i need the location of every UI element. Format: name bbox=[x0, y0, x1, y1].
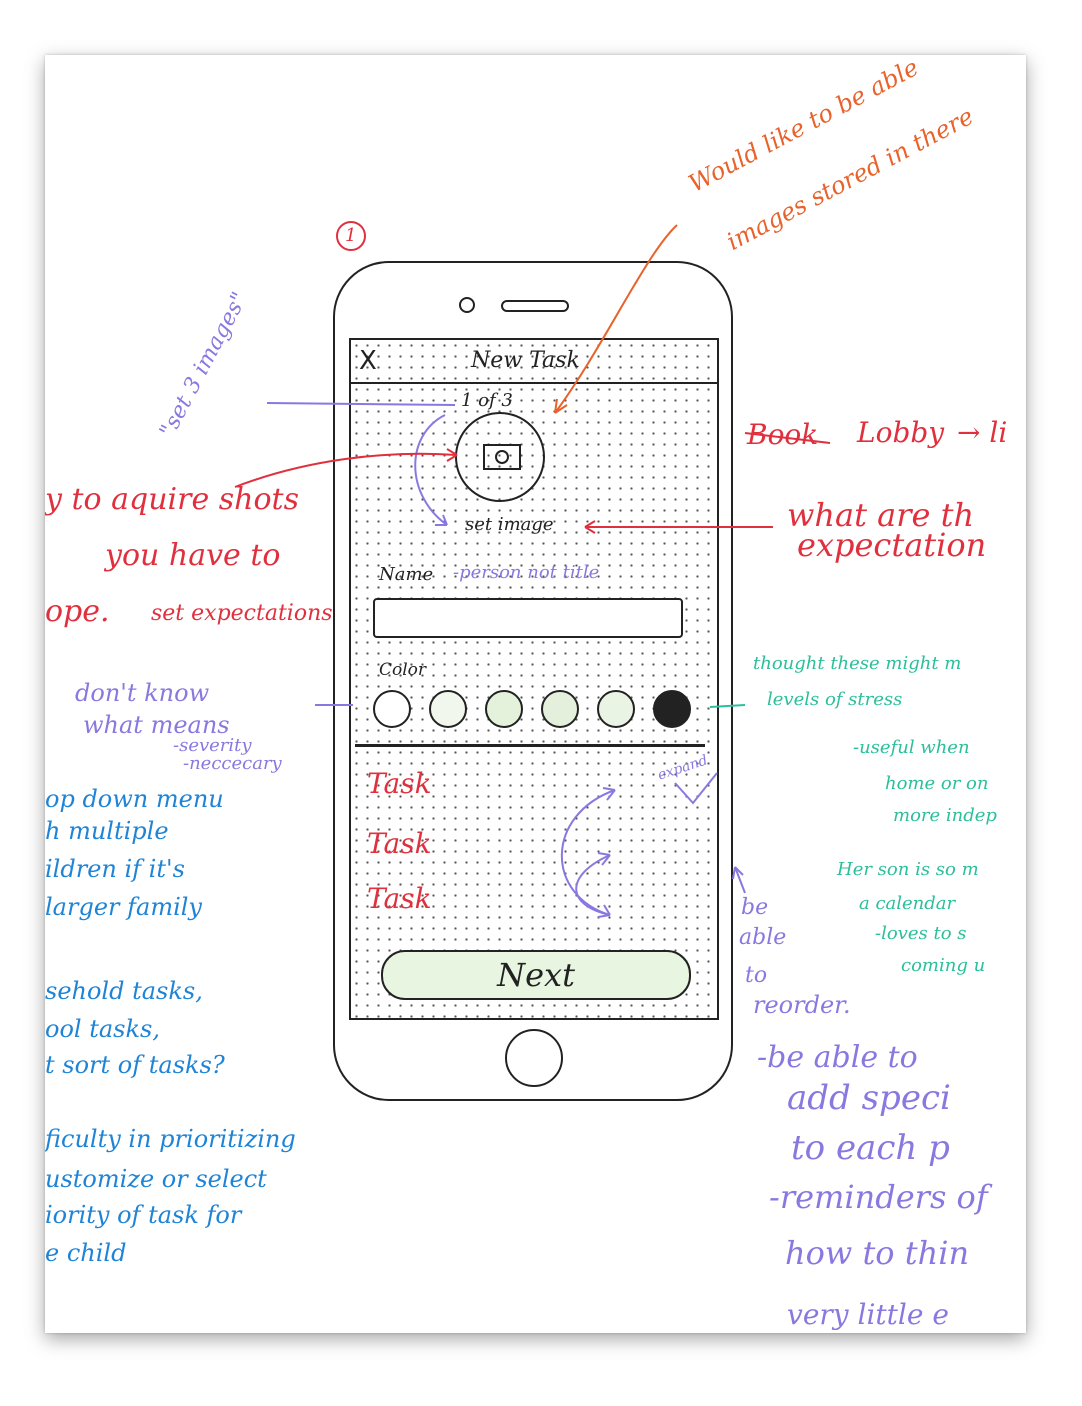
note-purple-left-1: don't know bbox=[75, 679, 210, 707]
note-red-left-4: set expectations bbox=[151, 601, 333, 626]
purple-curve-arrow bbox=[414, 414, 448, 526]
nav-bar: X New Task bbox=[351, 340, 717, 384]
task-item[interactable]: Task bbox=[367, 882, 432, 915]
circle-number: 1 bbox=[345, 225, 357, 246]
orange-arrow bbox=[554, 224, 678, 414]
nav-title: New Task bbox=[471, 348, 580, 373]
next-button[interactable]: Next bbox=[381, 950, 691, 1000]
note-green-6: Her son is so m bbox=[837, 859, 979, 880]
note-purple-right-3: to each p bbox=[791, 1128, 950, 1168]
note-green-2: levels of stress bbox=[767, 689, 903, 710]
note-reorder-2: able bbox=[739, 925, 787, 950]
green-pointer bbox=[709, 704, 746, 708]
color-swatch[interactable] bbox=[429, 690, 467, 728]
note-lobby-arrow: → li bbox=[957, 416, 1008, 449]
color-swatch[interactable] bbox=[373, 690, 411, 728]
note-purple-right-1: -be able to bbox=[757, 1040, 918, 1075]
strike-line bbox=[744, 432, 831, 444]
note-green-3: -useful when bbox=[853, 737, 970, 758]
red-arrow-circle bbox=[234, 452, 458, 488]
note-red-right-2: expectation bbox=[797, 526, 987, 564]
note-green-9: coming u bbox=[901, 955, 986, 976]
purple-pointer bbox=[266, 402, 456, 406]
note-blue-3: ildren if it's bbox=[45, 855, 185, 883]
color-swatch[interactable] bbox=[597, 690, 635, 728]
note-green-5: more indep bbox=[893, 805, 997, 826]
color-swatches bbox=[373, 690, 691, 728]
color-swatch[interactable] bbox=[653, 690, 691, 728]
color-swatch[interactable] bbox=[541, 690, 579, 728]
note-red-right-1: what are th bbox=[787, 496, 975, 534]
note-blue-2: h multiple bbox=[45, 817, 169, 845]
note-lobby-struck: Book bbox=[747, 418, 819, 451]
check-icon bbox=[674, 772, 718, 805]
annotation-arrows bbox=[234, 221, 831, 918]
image-counter: 1 of 3 bbox=[461, 390, 513, 411]
name-input[interactable] bbox=[373, 598, 683, 638]
note-red-left-3: ope. bbox=[45, 594, 110, 629]
phone-screen: X New Task 1 of 3 set image Name -person… bbox=[349, 338, 719, 1020]
circle-number-icon bbox=[336, 221, 366, 251]
note-green-1: thought these might m bbox=[753, 653, 962, 674]
image-picker[interactable] bbox=[455, 412, 545, 502]
note-red-left-1: y to aquire shots bbox=[45, 482, 300, 517]
note-purple-left-3: -severity bbox=[173, 735, 252, 756]
note-green-4: home or on bbox=[885, 773, 989, 794]
note-reorder-3: to bbox=[745, 963, 768, 988]
close-icon[interactable]: X bbox=[359, 346, 377, 376]
note-purple-right-6: very little e bbox=[787, 1298, 949, 1331]
note-purple-right-4: -reminders of bbox=[769, 1178, 988, 1216]
note-blue-11: e child bbox=[45, 1239, 127, 1267]
note-purple-right-2: add speci bbox=[787, 1078, 951, 1118]
home-button bbox=[505, 1029, 563, 1087]
note-lobby: Lobby bbox=[857, 416, 945, 449]
note-reorder-4: reorder. bbox=[753, 991, 851, 1019]
name-note: -person not title bbox=[453, 562, 600, 583]
front-camera-icon bbox=[459, 297, 475, 313]
camera-icon bbox=[483, 444, 521, 470]
color-swatch[interactable] bbox=[485, 690, 523, 728]
note-reorder-1: be bbox=[741, 895, 769, 920]
section-divider bbox=[355, 744, 705, 747]
reorder-arrow bbox=[560, 789, 616, 916]
note-blue-1: op down menu bbox=[45, 785, 224, 813]
note-blue-7: t sort of tasks? bbox=[45, 1051, 225, 1079]
note-purple-left-4: -neccecary bbox=[183, 753, 282, 774]
note-purple-right-5: how to thin bbox=[785, 1234, 970, 1272]
note-blue-6: ool tasks, bbox=[45, 1015, 160, 1043]
task-item[interactable]: Task bbox=[367, 767, 432, 800]
speaker-slot bbox=[501, 300, 569, 312]
set-image-link[interactable]: set image bbox=[465, 514, 554, 535]
note-purple-left-2: what means bbox=[83, 711, 230, 739]
note-blue-5: sehold tasks, bbox=[45, 977, 203, 1005]
name-label: Name bbox=[379, 564, 434, 585]
note-blue-4: larger family bbox=[45, 893, 202, 921]
phone-frame: X New Task 1 of 3 set image Name -person… bbox=[333, 261, 733, 1101]
color-label: Color bbox=[379, 660, 427, 680]
note-blue-10: iority of task for bbox=[45, 1201, 242, 1229]
note-green-8: -loves to s bbox=[875, 923, 967, 944]
sketch-sheet: X New Task 1 of 3 set image Name -person… bbox=[45, 55, 1026, 1333]
note-blue-9: ustomize or select bbox=[45, 1165, 267, 1193]
task-item[interactable]: Task bbox=[367, 827, 432, 860]
note-green-7: a calendar bbox=[859, 893, 956, 914]
note-blue-8: ficulty in prioritizing bbox=[45, 1125, 296, 1153]
note-red-left-2: you have to bbox=[105, 538, 281, 573]
